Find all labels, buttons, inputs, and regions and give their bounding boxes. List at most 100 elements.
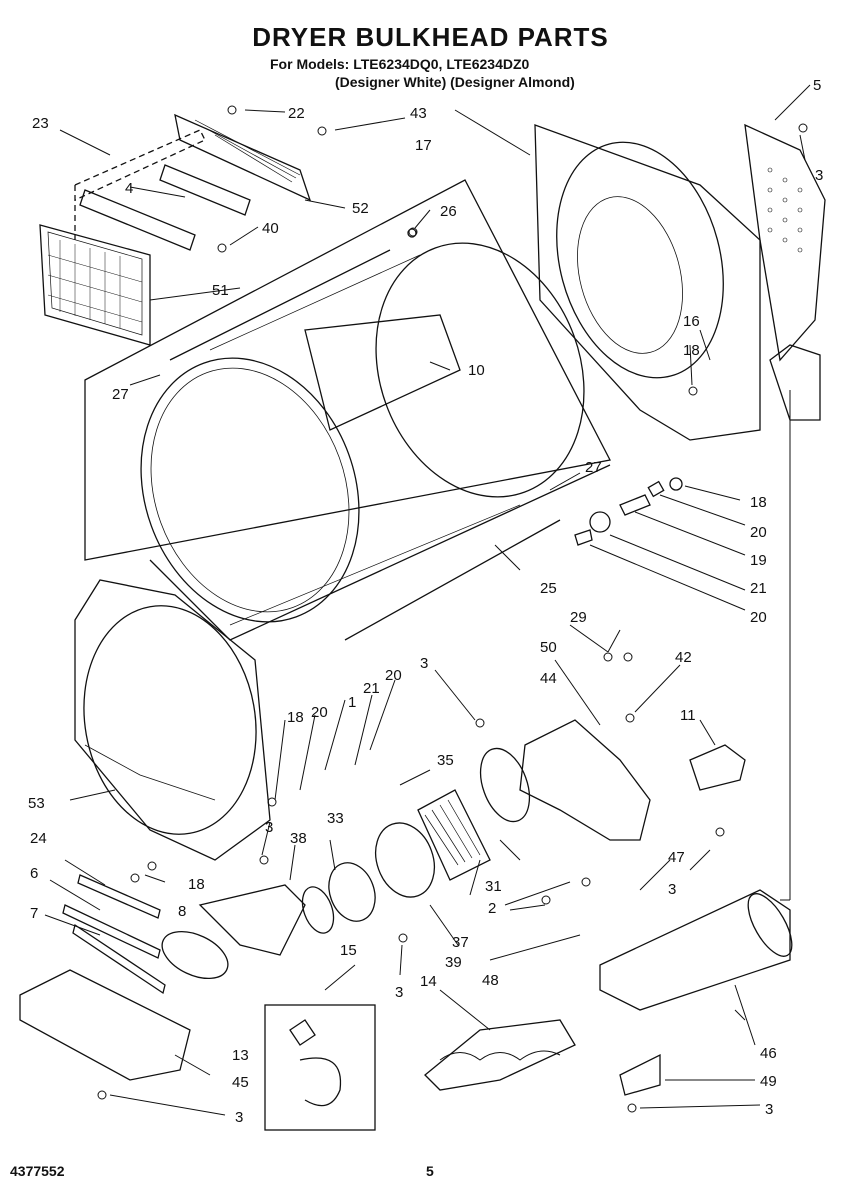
thermostat: [689, 744, 746, 791]
callout-3-c: 3: [265, 819, 273, 836]
heater-element-group: [264, 1004, 576, 1131]
idler-arm: [198, 884, 306, 956]
callout-43: 43: [410, 105, 427, 122]
callout-27-a: 27: [112, 386, 129, 403]
callout-31: 31: [485, 878, 502, 895]
callout-15: 15: [340, 942, 357, 959]
toe-panel: [19, 969, 191, 1081]
bearing-parts: [574, 477, 683, 546]
callout-3-a: 3: [815, 167, 823, 184]
callout-5: 5: [813, 77, 821, 94]
wire-kit-box: [264, 1004, 376, 1131]
callout-1: 1: [348, 694, 356, 711]
callout-17: 17: [415, 137, 432, 154]
lint-bracket: [159, 164, 251, 216]
callout-13: 13: [232, 1047, 249, 1064]
callout-26: 26: [440, 203, 457, 220]
models-line: For Models: LTE6234DQ0, LTE6234DZ0: [270, 56, 530, 72]
callout-24: 24: [30, 830, 47, 847]
seal-ring: [328, 862, 376, 922]
callout-51: 51: [212, 282, 229, 299]
callout-50: 50: [540, 639, 557, 656]
heater-element: [424, 1019, 576, 1091]
bracket-49: [619, 1053, 661, 1096]
callout-29: 29: [570, 609, 587, 626]
callout-38: 38: [290, 830, 307, 847]
page-title: DRYER BULKHEAD PARTS: [252, 22, 609, 52]
callout-42: 42: [675, 649, 692, 666]
callout-27-b: 27: [585, 459, 602, 476]
callout-3-g: 3: [765, 1101, 773, 1118]
front-bulkhead-group: [74, 579, 271, 861]
callout-7: 7: [30, 905, 38, 922]
lint-grille: [174, 113, 312, 202]
callout-35: 35: [437, 752, 454, 769]
callout-21-a: 21: [750, 580, 767, 597]
callout-25: 25: [540, 580, 557, 597]
callout-18-d: 18: [188, 876, 205, 893]
callout-14: 14: [420, 973, 437, 990]
callout-18-a: 18: [683, 342, 700, 359]
lint-rail: [79, 189, 196, 251]
callout-47: 47: [668, 849, 685, 866]
callout-3-b: 3: [420, 655, 428, 672]
rear-bulkhead-group: [534, 123, 826, 901]
callout-40: 40: [262, 220, 279, 237]
lint-housing-group: [39, 113, 312, 346]
callout-20-c: 20: [311, 704, 328, 721]
callout-21-b: 21: [363, 680, 380, 697]
callout-20-d: 20: [385, 667, 402, 684]
exhaust-duct: [769, 344, 821, 421]
callout-6: 6: [30, 865, 38, 882]
callout-3-f: 3: [235, 1109, 243, 1126]
front-bulkhead: [74, 579, 271, 861]
page-number: 5: [426, 1163, 434, 1179]
callout-37: 37: [452, 934, 469, 951]
callout-23: 23: [32, 115, 49, 132]
callout-18-c: 18: [287, 709, 304, 726]
callout-11: 11: [680, 707, 696, 724]
callout-46: 46: [760, 1045, 777, 1062]
callout-33: 33: [327, 810, 344, 827]
callout-8: 8: [178, 903, 186, 920]
callout-45: 45: [232, 1074, 249, 1091]
callout-48: 48: [482, 972, 499, 989]
blower-housing-ring: [375, 822, 435, 898]
callout-18-b: 18: [750, 494, 767, 511]
drum-baffle: [304, 314, 461, 431]
callout-20-a: 20: [750, 524, 767, 541]
rear-bulkhead: [534, 124, 761, 441]
callout-3-d: 3: [668, 881, 676, 898]
drive-belt: [161, 930, 229, 980]
callout-53: 53: [28, 795, 45, 812]
leader-lines: [44, 84, 811, 1116]
drum-group: [84, 179, 611, 641]
heater-box: [599, 889, 791, 1011]
callout-20-b: 20: [750, 609, 767, 626]
callout-49: 49: [760, 1073, 777, 1090]
callout-16: 16: [683, 313, 700, 330]
blower-wheel: [417, 789, 491, 881]
colors-line: (Designer White) (Designer Almond): [335, 74, 575, 90]
lower-strips: [19, 874, 191, 1081]
callout-4: 4: [125, 180, 133, 197]
callout-labels: 1 2 3 3 3 3 3 3 3 4 5 6 7 8 10 11 13 14 …: [28, 77, 823, 1126]
callout-3-e: 3: [395, 984, 403, 1001]
belt-group: [161, 884, 335, 980]
callout-22: 22: [288, 105, 305, 122]
lint-screen: [39, 224, 151, 346]
heater-cover: [744, 123, 826, 362]
callout-10: 10: [468, 362, 485, 379]
blower-housing: [519, 719, 651, 841]
blower-group: [328, 719, 793, 1096]
callout-52: 52: [352, 200, 369, 217]
callout-2: 2: [488, 900, 496, 917]
document-number: 4377552: [10, 1163, 65, 1179]
callout-19: 19: [750, 552, 767, 569]
drum-screw: [407, 228, 417, 238]
callout-44: 44: [540, 670, 557, 687]
drum-front-ring: [140, 357, 360, 623]
callout-39: 39: [445, 954, 462, 971]
screws: [97, 105, 808, 1113]
